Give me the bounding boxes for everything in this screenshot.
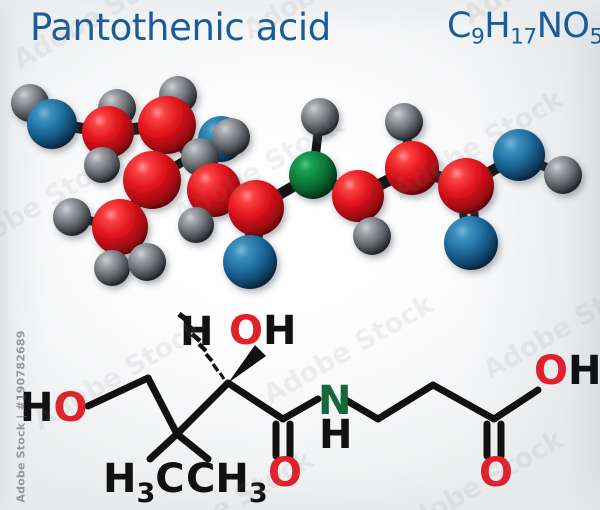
label-oh-stereo: OH <box>229 308 297 354</box>
label-o-amide: O <box>268 450 302 496</box>
label-n-amide: N <box>318 378 351 424</box>
solid-wedge-to-oh <box>228 345 266 383</box>
atom-label-group: HO H3C CH3 H OH O N H O <box>20 308 600 509</box>
atom-H <box>212 118 250 156</box>
atom-O <box>27 99 77 149</box>
atom-C <box>138 96 196 154</box>
label-ho: HO <box>20 385 88 431</box>
atom-H <box>544 156 582 194</box>
atom-O <box>223 235 277 289</box>
atom-O <box>493 129 545 181</box>
atom-H <box>353 217 391 255</box>
atom-C <box>92 199 148 255</box>
atom-H <box>128 243 166 281</box>
atom-H <box>178 207 214 243</box>
atom-C <box>385 141 439 195</box>
atom-C <box>123 151 181 209</box>
atom-C <box>438 158 494 214</box>
page-title: Pantothenic acid <box>30 6 331 49</box>
atom-group <box>11 76 582 289</box>
formula-part-no: NO5 <box>536 6 600 50</box>
label-ch3: CH3 <box>186 456 268 509</box>
atom-C <box>332 170 384 222</box>
label-o-carboxyl: O <box>479 450 513 496</box>
label-h-stereo: H <box>180 309 213 355</box>
atom-H <box>301 98 339 136</box>
atom-C <box>187 163 241 217</box>
atom-O <box>444 216 498 270</box>
hash-wedge-to-h <box>177 311 226 380</box>
formula-part-h: H17 <box>484 6 537 50</box>
atom-C <box>228 180 284 236</box>
label-h3c: H3C <box>103 456 185 509</box>
atom-H <box>53 198 91 236</box>
molecular-formula: C9H17NO5 <box>447 6 600 50</box>
label-oh-carboxyl: OH <box>534 348 600 394</box>
atom-N <box>289 151 337 199</box>
title-row: Pantothenic acid C9H17NO5 <box>0 0 600 70</box>
formula-part-c: C9 <box>447 6 485 50</box>
atom-C <box>82 106 134 158</box>
atom-H <box>84 147 120 183</box>
label-h-amide: H <box>319 412 352 458</box>
atom-H <box>94 250 130 286</box>
atom-H <box>385 103 423 141</box>
skeleton-bonds <box>84 374 542 463</box>
